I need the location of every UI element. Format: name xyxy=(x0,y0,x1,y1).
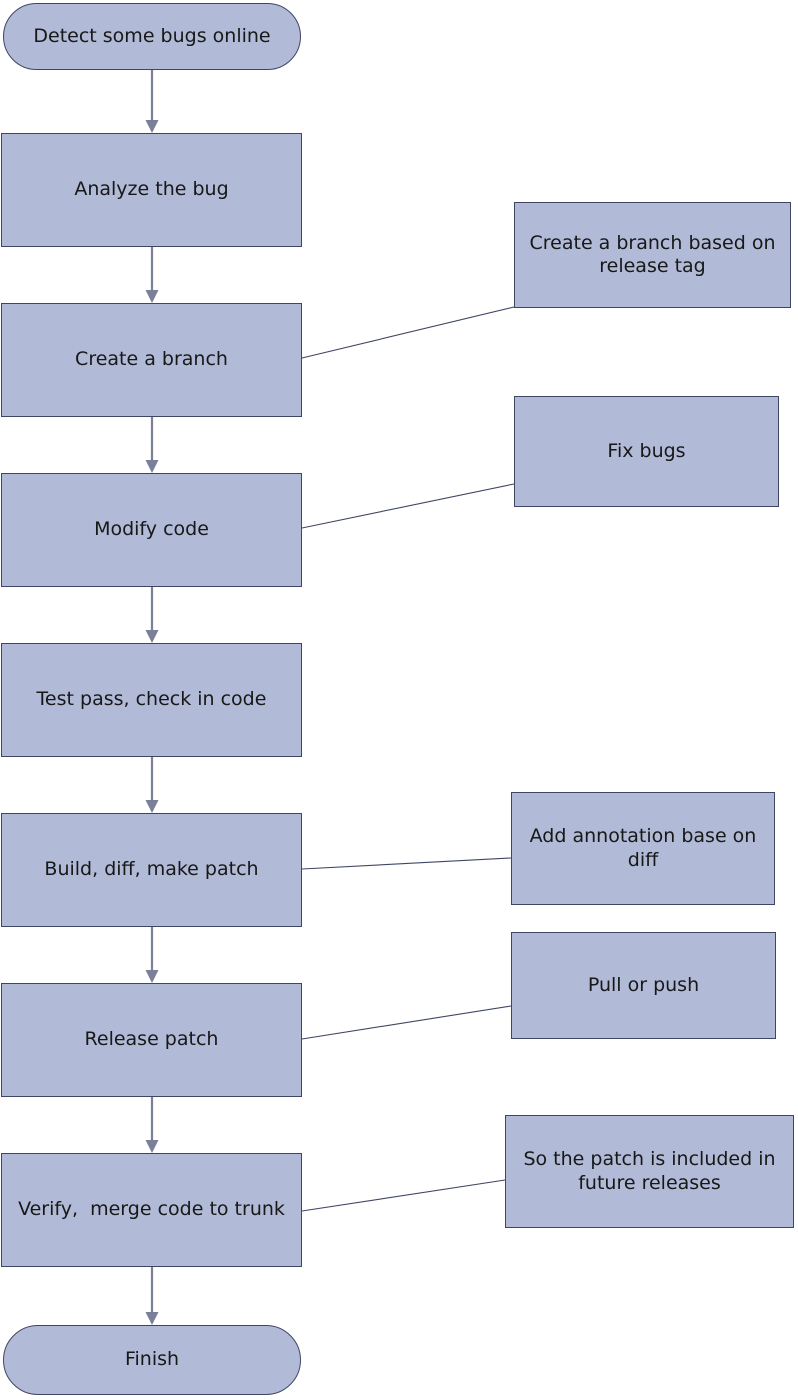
annotation-node-add-annotation[interactable]: Add annotation base on diff xyxy=(511,792,775,905)
flow-node-build-diff-patch[interactable]: Build, diff, make patch xyxy=(1,813,302,927)
node-label: Verify, merge code to trunk xyxy=(18,1198,285,1221)
node-label: Build, diff, make patch xyxy=(44,858,259,881)
annotation-node-future-releases[interactable]: So the patch is included in future relea… xyxy=(505,1115,794,1228)
node-label: Create a branch based on release tag xyxy=(529,231,782,277)
connector-build-patch-annotation xyxy=(301,857,512,870)
node-label: Fix bugs xyxy=(607,439,686,462)
connector-modify-code-fix-bugs xyxy=(301,483,515,529)
flow-node-verify-merge[interactable]: Verify, merge code to trunk xyxy=(1,1153,302,1267)
flow-node-finish[interactable]: Finish xyxy=(3,1325,301,1395)
node-label: Pull or push xyxy=(587,973,700,996)
arrow-start-analyze xyxy=(145,70,159,133)
flow-node-analyze[interactable]: Analyze the bug xyxy=(1,133,302,247)
flow-node-release-patch[interactable]: Release patch xyxy=(1,983,302,1097)
annotation-node-pull-or-push[interactable]: Pull or push xyxy=(511,932,776,1039)
node-label: Modify code xyxy=(94,518,209,541)
node-label: Detect some bugs online xyxy=(33,24,271,47)
node-label: So the patch is included in future relea… xyxy=(523,1148,782,1194)
flow-node-create-branch[interactable]: Create a branch xyxy=(1,303,302,417)
flow-node-modify-code[interactable]: Modify code xyxy=(1,473,302,587)
node-label: Test pass, check in code xyxy=(36,688,267,711)
flow-node-start[interactable]: Detect some bugs online xyxy=(3,3,301,70)
arrow-build-release xyxy=(145,927,159,983)
node-label: Add annotation base on diff xyxy=(529,825,763,871)
arrow-analyze-create-branch xyxy=(145,247,159,303)
flow-node-test-checkin[interactable]: Test pass, check in code xyxy=(1,643,302,757)
connector-create-branch-release-tag xyxy=(301,306,515,359)
node-label: Create a branch xyxy=(75,348,228,371)
connector-release-patch-pull-push xyxy=(301,1005,512,1040)
arrow-modify-test xyxy=(145,587,159,643)
node-label: Analyze the bug xyxy=(74,178,229,201)
arrow-create-branch-modify xyxy=(145,417,159,473)
arrow-verify-finish xyxy=(145,1267,159,1325)
node-label: Release patch xyxy=(84,1028,219,1051)
arrow-release-verify xyxy=(145,1097,159,1153)
arrow-test-build xyxy=(145,757,159,813)
annotation-node-release-tag[interactable]: Create a branch based on release tag xyxy=(514,202,791,308)
annotation-node-fix-bugs[interactable]: Fix bugs xyxy=(514,396,779,507)
node-label: Finish xyxy=(124,1348,180,1371)
connector-verify-merge-future xyxy=(301,1179,506,1212)
